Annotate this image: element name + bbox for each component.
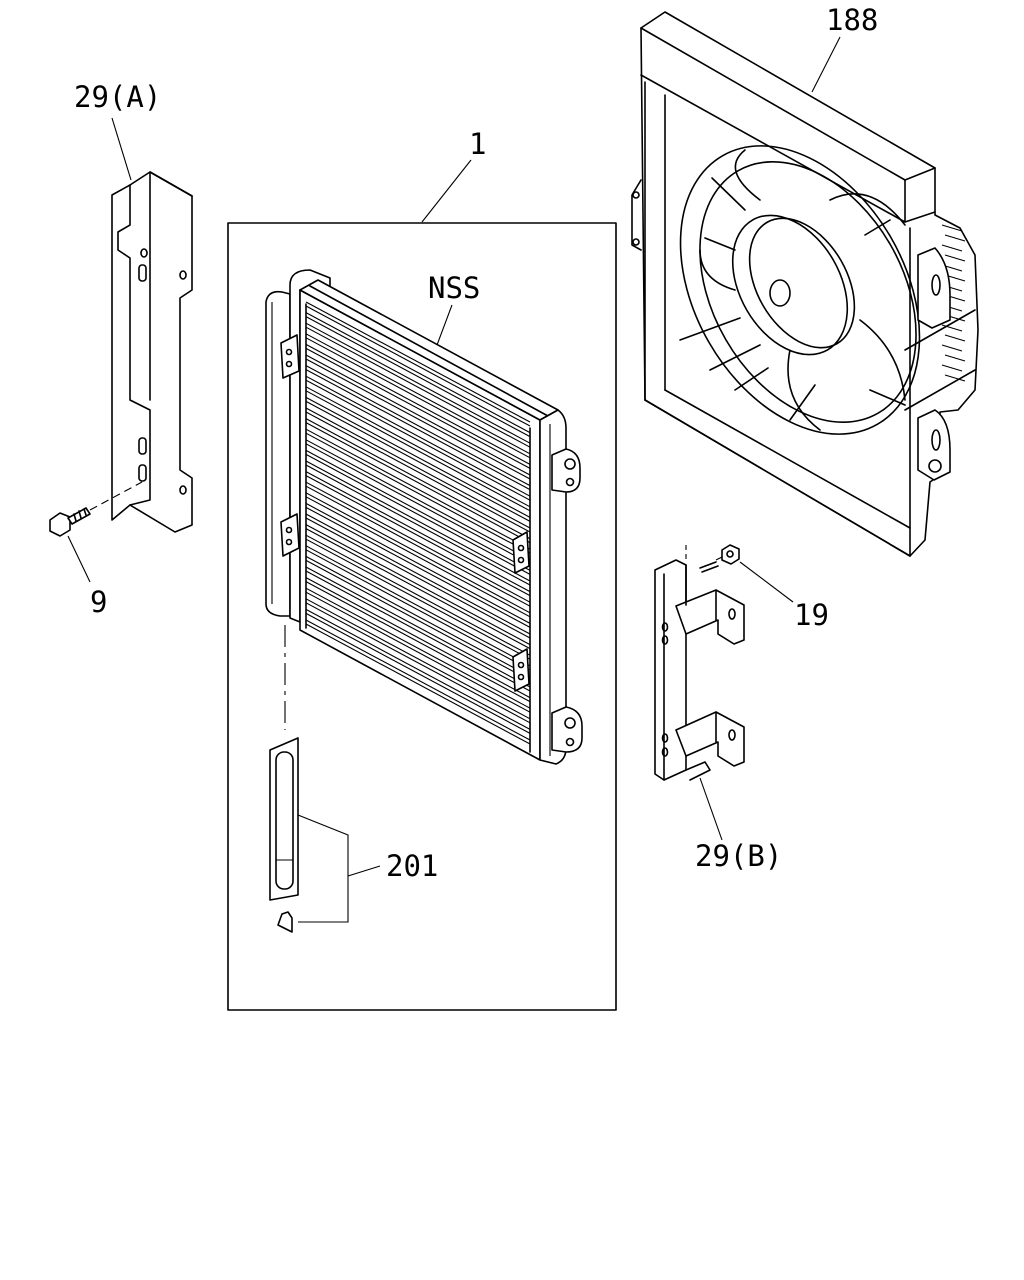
bracket-a [111, 171, 193, 533]
label-fan-shroud: 188 [826, 3, 878, 37]
label-bracket-a: 29(A) [74, 80, 161, 114]
condenser [265, 269, 583, 765]
assembly-1-frame [227, 222, 617, 1011]
fan-shroud [631, 11, 979, 557]
label-bolt: 9 [90, 585, 107, 619]
label-dryer-kit: 201 [386, 849, 438, 883]
label-bracket-b: 29(B) [695, 839, 782, 873]
bolt-9 [49, 481, 143, 583]
dryer-kit [269, 737, 381, 933]
label-nss: NSS [428, 271, 480, 305]
bracket-b [654, 545, 745, 781]
leader-lines [111, 36, 841, 841]
label-radiator-assembly: 1 [469, 127, 486, 161]
label-nut: 19 [794, 598, 829, 632]
nut-19 [721, 544, 740, 565]
